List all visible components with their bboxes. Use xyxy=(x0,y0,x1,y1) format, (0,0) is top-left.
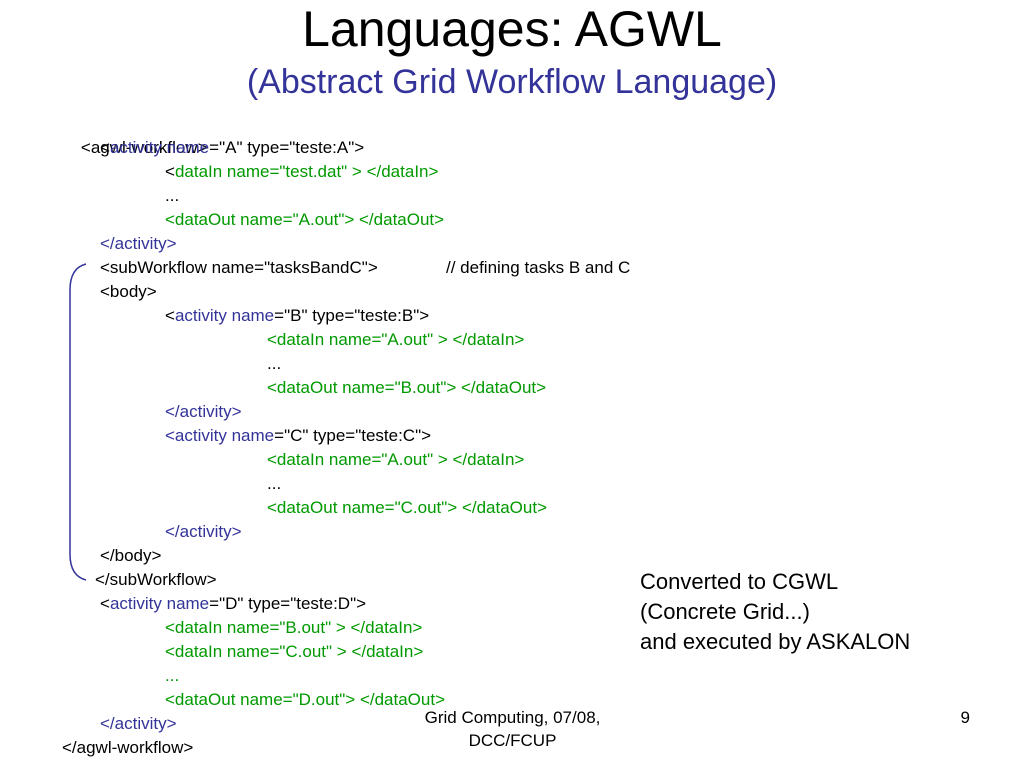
code-line-14: <activity name="C" type="teste:C"> xyxy=(165,426,432,445)
code-line-9: <activity name="B" type="teste:B"> xyxy=(165,306,430,325)
code-line-15: <dataIn name="A.out" > </dataIn> xyxy=(267,450,525,469)
code-line-19: </body> xyxy=(100,546,162,565)
code-line-5: <dataOut name="A.out"> </dataOut> xyxy=(165,210,445,229)
code-line-12: <dataOut name="B.out"> </dataOut> xyxy=(267,378,547,397)
footer-line-1: Grid Computing, 07/08, xyxy=(424,708,601,727)
code-line-7: <subWorkflow name="tasksBandC"> xyxy=(100,258,378,277)
slide-title: Languages: AGWL xyxy=(302,1,722,57)
code-line-26: </activity> xyxy=(100,714,177,733)
note-line-1: Converted to CGWL xyxy=(640,569,839,594)
conversion-note: Converted to CGWL (Concrete Grid...) and… xyxy=(640,567,910,657)
footer-course: Grid Computing, 07/08, DCC/FCUP xyxy=(390,706,635,752)
code-line-6: </activity> xyxy=(100,234,177,253)
code-line-25: <dataOut name="D.out"> </dataOut> xyxy=(165,690,446,709)
code-line-23: <dataIn name="C.out" > </dataIn> xyxy=(165,642,424,661)
code-line-11: ... xyxy=(267,354,282,373)
code-line-18: </activity> xyxy=(165,522,242,541)
left-brace-icon xyxy=(69,263,87,581)
code-line-2: <activity name="A" type="teste:A"> xyxy=(100,138,365,157)
code-line-21: <activity name="D" type="teste:D"> xyxy=(100,594,367,613)
code-line-22: <dataIn name="B.out" > </dataIn> xyxy=(165,618,423,637)
code-line-4: ... xyxy=(165,186,180,205)
code-line-17: <dataOut name="C.out"> </dataOut> xyxy=(267,498,548,517)
code-line-1: <agwl-workflow> xyxy=(80,138,208,157)
slide-subtitle: (Abstract Grid Workflow Language) xyxy=(246,63,778,101)
footer-line-2: DCC/FCUP xyxy=(468,731,557,750)
code-line-13: </activity> xyxy=(165,402,242,421)
note-line-3: and executed by ASKALON xyxy=(640,629,911,654)
code-line-8: <body> xyxy=(100,282,157,301)
code-line-10: <dataIn name="A.out" > </dataIn> xyxy=(267,330,525,349)
code-line-24: ... xyxy=(165,666,180,685)
page-number: 9 xyxy=(960,708,970,727)
note-line-2: (Concrete Grid...) xyxy=(640,599,810,624)
code-comment: // defining tasks B and C xyxy=(446,258,631,277)
code-line-20: </subWorkflow> xyxy=(95,570,217,589)
code-line-27: </agwl-workflow> xyxy=(62,738,194,757)
code-line-3: <dataIn name="test.dat" > </dataIn> xyxy=(165,162,439,181)
code-line-16: ... xyxy=(267,474,282,493)
